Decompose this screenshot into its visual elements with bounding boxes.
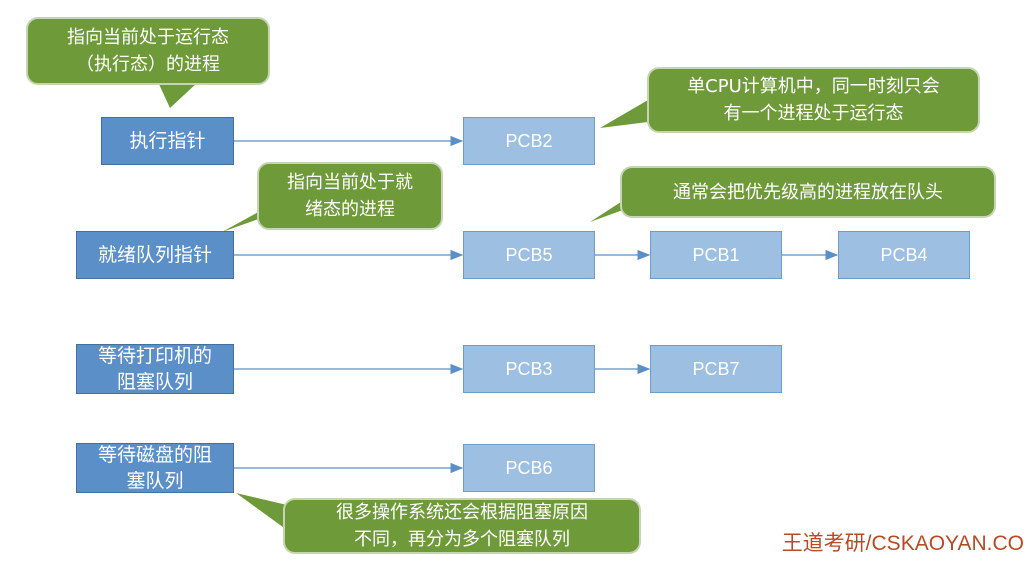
callout-tail: [236, 493, 287, 530]
pcb-box-pcb1: PCB1: [650, 231, 782, 279]
pcb-label: PCB6: [505, 457, 553, 478]
pcb-box-pcb7: PCB7: [650, 345, 782, 393]
callout-tail: [600, 100, 648, 128]
watermark: 王道考研/CSKAOYAN.CO: [781, 532, 1024, 555]
pcb-label: PCB5: [505, 244, 553, 265]
callout-blocked-split: 很多操作系统还会根据阻塞原因 不同，再分为多个阻塞队列: [283, 498, 641, 554]
pcb-box-pcb3: PCB3: [463, 345, 595, 393]
pcb-box-pcb5: PCB5: [463, 231, 595, 279]
ready-queue-pointer-label: 就绪队列指针: [97, 244, 212, 266]
pcb-label: PCB7: [692, 358, 740, 379]
pcb-label: PCB2: [505, 130, 553, 151]
ready-queue-pointer: 就绪队列指针: [76, 231, 234, 279]
pcb-label: PCB1: [692, 244, 740, 265]
pcb-box-pcb4: PCB4: [838, 231, 970, 279]
pcb-box-pcb6: PCB6: [463, 444, 595, 492]
running-pointer: 执行指针: [101, 117, 234, 165]
pcb-label: PCB3: [505, 358, 553, 379]
printer-blocked-queue-pointer: 等待打印机的 阻塞队列: [76, 344, 234, 394]
pcb-label: PCB4: [880, 244, 928, 265]
running-pointer-label: 执行指针: [129, 130, 206, 152]
callout-single-cpu: 单CPU计算机中，同一时刻只会 有一个进程处于运行态: [647, 67, 980, 133]
callout-running-desc: 指向当前处于运行态 （执行态）的进程: [26, 17, 270, 85]
callout-ready-desc: 指向当前处于就 绪态的进程: [257, 162, 443, 230]
disk-blocked-queue-label: 等待磁盘的阻 塞队列: [97, 444, 212, 492]
printer-blocked-queue-label: 等待打印机的 阻塞队列: [97, 345, 212, 393]
callout-tail: [158, 82, 198, 108]
callout-priority: 通常会把优先级高的进程放在队头: [620, 166, 996, 218]
disk-blocked-queue-pointer: 等待磁盘的阻 塞队列: [76, 443, 234, 493]
pcb-box-pcb2: PCB2: [463, 117, 595, 165]
